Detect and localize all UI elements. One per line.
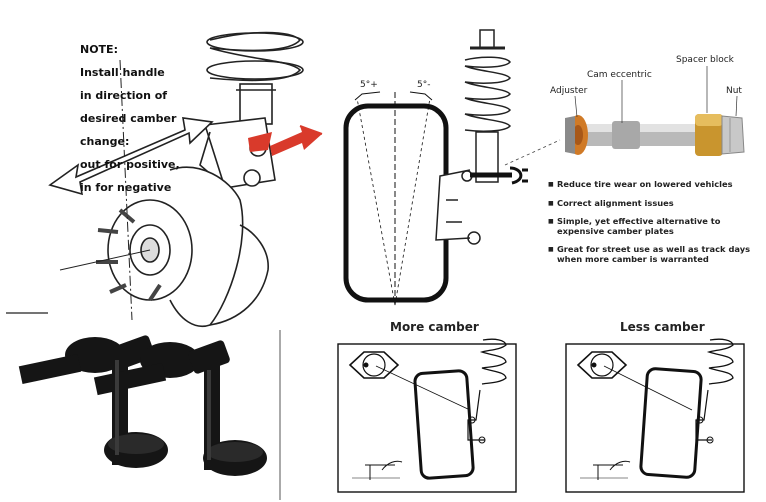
less-camber-caption: Less camber: [620, 320, 705, 334]
note-line: change:: [80, 134, 130, 148]
install-note: NOTE: Install handle in direction of des…: [80, 32, 180, 205]
benefits-list: Reduce tire wear on lowered vehicles Cor…: [548, 179, 760, 273]
bolt-highlights: [115, 360, 211, 460]
adjust-direction-arrow: [48, 117, 214, 196]
benefit-item: Great for street use as well as track da…: [548, 244, 760, 264]
cam-bolt-kit-photo: [565, 114, 745, 156]
note-line: in for negative: [80, 180, 172, 194]
camber-tire-drawing: [343, 91, 449, 306]
black-cam-bolts-photo: [18, 335, 267, 476]
note-line: in direction of: [80, 88, 168, 102]
less-camber-panel: [565, 338, 745, 493]
more-camber-caption: More camber: [390, 320, 479, 334]
strut-assembly-drawing: [59, 31, 304, 327]
red-cam-indicator: [248, 125, 323, 156]
benefit-item: Simple, yet effective alternative to exp…: [548, 216, 760, 236]
part-leader-lines: [574, 66, 738, 123]
note-line: out for positive,: [80, 157, 180, 171]
angle-label-negative: 5°-: [417, 80, 431, 90]
benefit-item: Reduce tire wear on lowered vehicles: [548, 179, 760, 190]
leader-line: [504, 139, 561, 166]
more-camber-panel: [337, 338, 517, 493]
wrench-icon: [470, 166, 528, 185]
angle-label-positive: 5°+: [360, 80, 378, 90]
part-label-nut: Nut: [726, 86, 742, 96]
note-line: NOTE:: [80, 42, 118, 56]
note-line: desired camber: [80, 111, 177, 125]
benefit-item: Correct alignment issues: [548, 198, 760, 209]
part-label-cam-eccentric: Cam eccentric: [587, 70, 652, 80]
part-label-adjuster: Adjuster: [550, 86, 588, 96]
note-line: Install handle: [80, 65, 165, 79]
part-label-spacer-block: Spacer block: [676, 55, 734, 65]
strut-spring-drawing: [435, 29, 511, 245]
